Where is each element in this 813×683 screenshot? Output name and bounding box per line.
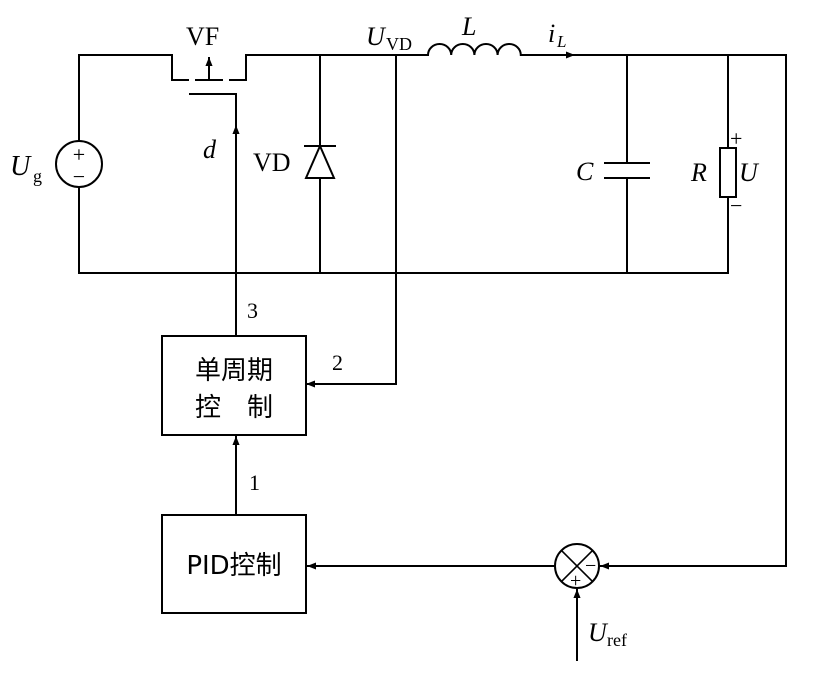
signal-2-line [306, 54, 397, 388]
reference-label-sub: ref [607, 630, 627, 650]
summing-junction [554, 543, 600, 589]
source-label-sub: g [33, 166, 42, 186]
one-cycle-control-block [161, 335, 307, 436]
source-minus: − [73, 164, 85, 189]
summer-minus: − [585, 555, 596, 577]
capacitor-label: C [576, 157, 594, 186]
source-plus: + [73, 142, 85, 167]
reference-label: U [588, 618, 609, 647]
resistor [719, 147, 737, 198]
duty-label: d [203, 135, 217, 164]
mosfet-switch [171, 54, 247, 127]
output-voltage-label: U [739, 158, 760, 187]
voltage-source: + − [55, 140, 103, 189]
diode-voltage-label-sub: VD [386, 34, 412, 54]
signal-3-label: 3 [247, 298, 258, 323]
inductor [426, 43, 522, 57]
power-wiring [78, 54, 787, 567]
source-label: U [10, 151, 32, 182]
resistor-label: R [690, 158, 707, 187]
inductor-label: L [461, 12, 476, 41]
current-label: i [548, 19, 555, 48]
diode-label: VD [253, 148, 291, 177]
signal-2-label: 2 [332, 350, 343, 375]
output-plus: + [730, 126, 742, 151]
mosfet-label: VF [186, 22, 219, 51]
output-minus: − [730, 193, 742, 218]
pid-label: PID控制 [186, 551, 281, 581]
current-label-sub: L [556, 32, 566, 51]
pid-control-block [161, 514, 307, 614]
one-cycle-line2: 控 制 [195, 393, 273, 423]
diode [304, 143, 336, 179]
diode-voltage-label: U [366, 22, 387, 51]
one-cycle-line1: 单周期 [195, 356, 273, 386]
capacitor [604, 162, 650, 179]
signal-1-label: 1 [249, 470, 260, 495]
summer-plus: + [570, 570, 581, 592]
